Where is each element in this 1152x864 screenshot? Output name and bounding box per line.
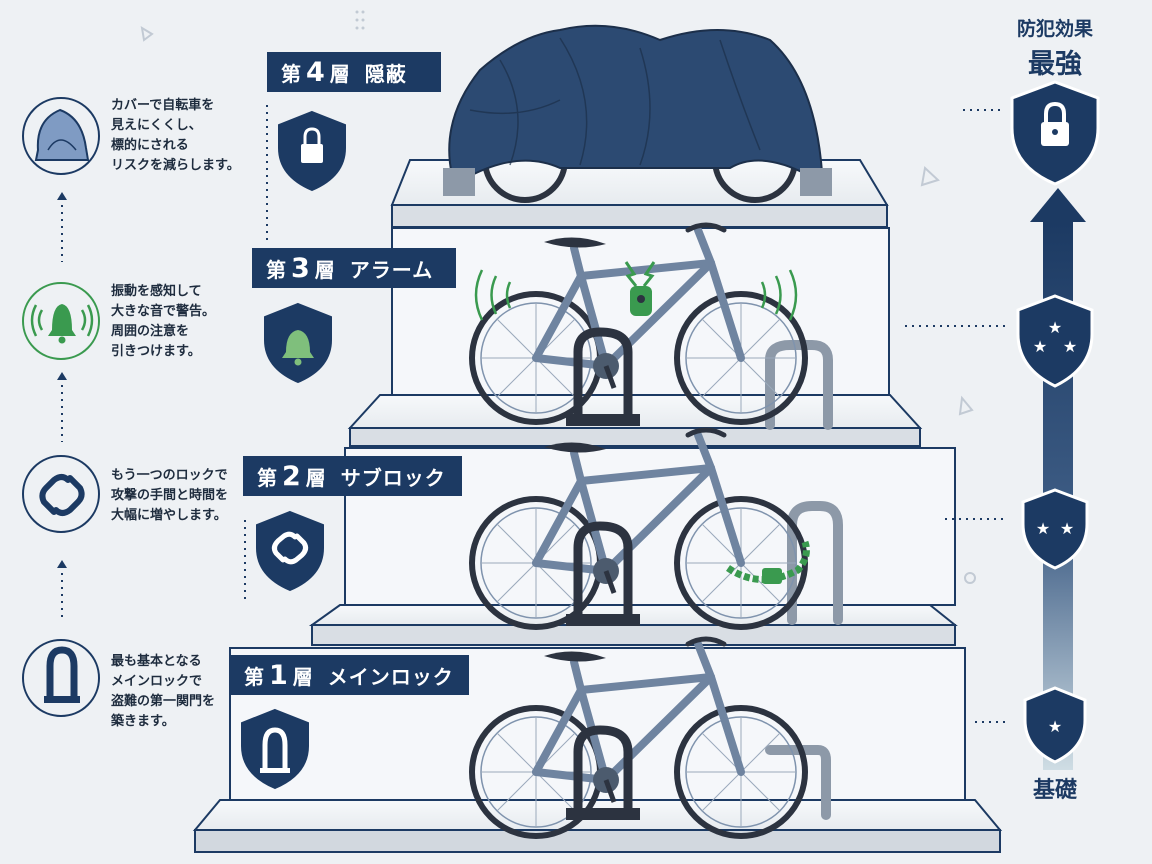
foundation-label: 基礎	[1032, 778, 1077, 803]
bell-icon	[22, 282, 100, 360]
layer-2-description: もう一つのロックで 攻撃の手間と時間を 大幅に増やします。	[111, 468, 229, 523]
svg-text:★: ★	[1060, 519, 1074, 538]
u-lock-icon	[22, 639, 100, 717]
strongest-label: 最強	[1028, 49, 1082, 80]
svg-text:★: ★	[1048, 318, 1062, 337]
svg-text:★: ★	[1063, 337, 1077, 356]
layer-4-description: カバーで自転車を 見えにくくし、 標的にされる リスクを減らします。	[111, 98, 240, 173]
layer-3-description: 振動を感知して 大きな音で警告。 周囲の注意を 引きつけます。	[111, 284, 216, 359]
chain-link-icon	[22, 455, 100, 533]
strength-arrow-icon	[1030, 188, 1086, 770]
effect-label: 防犯効果	[1016, 18, 1093, 40]
layer-1-description: 最も基本となる メインロックで 盗難の第一関門を 築きます。	[111, 654, 216, 729]
svg-text:★: ★	[1033, 337, 1047, 356]
svg-text:★: ★	[1048, 717, 1062, 736]
svg-text:★: ★	[1036, 519, 1050, 538]
cover-icon	[22, 97, 100, 175]
shield-lock-icon	[1012, 82, 1098, 184]
